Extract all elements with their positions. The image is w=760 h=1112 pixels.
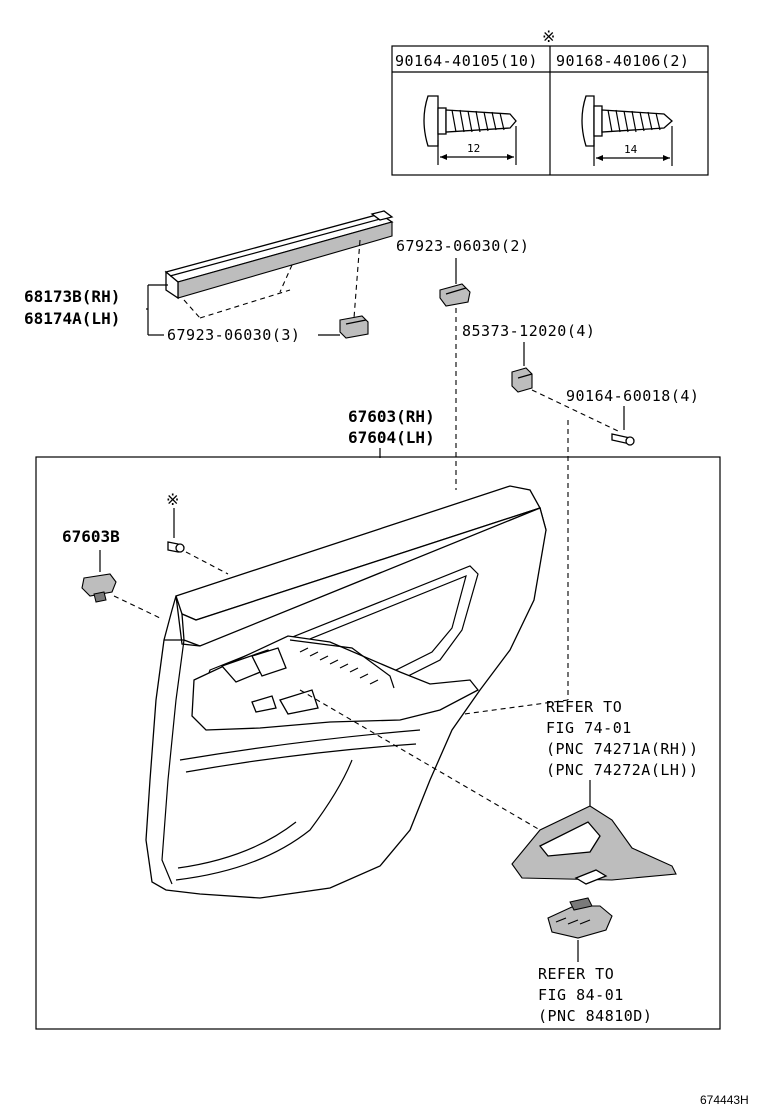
fastener-table: ※ 90164-40105(10) 90168-40106(2) 12 [391, 27, 709, 176]
screw-14mm-icon [581, 95, 673, 166]
panel-lh-label: 67604(LH) [348, 428, 435, 447]
ref2-line2: FIG 84-01 [538, 986, 624, 1004]
ref1-line1: REFER TO [546, 698, 622, 716]
screw-12mm-icon [423, 95, 517, 165]
panel-frame [35, 456, 721, 1030]
door-trim-panel-icon [145, 485, 547, 899]
ref1-line2: FIG 74-01 [546, 719, 632, 737]
clip-b-icon [439, 283, 471, 307]
moulding-rh-label: 68173B(RH) [24, 287, 120, 306]
clip-c-label: 67603B [62, 527, 120, 546]
screw-label: 90164-60018(4) [566, 387, 699, 405]
moulding-strip-icon [164, 210, 394, 300]
clip-c-icon [81, 573, 117, 603]
clip-a-icon [339, 315, 369, 339]
ref1-line4: (PNC 74272A(LH)) [546, 761, 699, 779]
table-marker: ※ [542, 27, 555, 46]
nut-icon [511, 367, 533, 393]
nut-label: 85373-12020(4) [462, 322, 595, 340]
armrest-base-icon [511, 805, 677, 885]
screw-marker: ※ [166, 490, 179, 509]
trim-screw-icon [167, 541, 185, 553]
table-col1-part: 90164-40105(10) [395, 52, 538, 70]
ref2-line3: (PNC 84810D) [538, 1007, 652, 1025]
window-switch-icon [547, 897, 613, 939]
panel-rh-label: 67603(RH) [348, 407, 435, 426]
clip-a-label: 67923-06030(3) [167, 326, 300, 344]
screw-icon [611, 433, 635, 446]
table-col1-dim: 12 [467, 142, 480, 155]
table-col2-part: 90168-40106(2) [556, 52, 689, 70]
figure-id: 674443H [700, 1093, 749, 1107]
clip-b-label: 67923-06030(2) [396, 237, 529, 255]
ref1-line3: (PNC 74271A(RH)) [546, 740, 699, 758]
moulding-lh-label: 68174A(LH) [24, 309, 120, 328]
ref2-line1: REFER TO [538, 965, 614, 983]
table-col2-dim: 14 [624, 143, 638, 156]
